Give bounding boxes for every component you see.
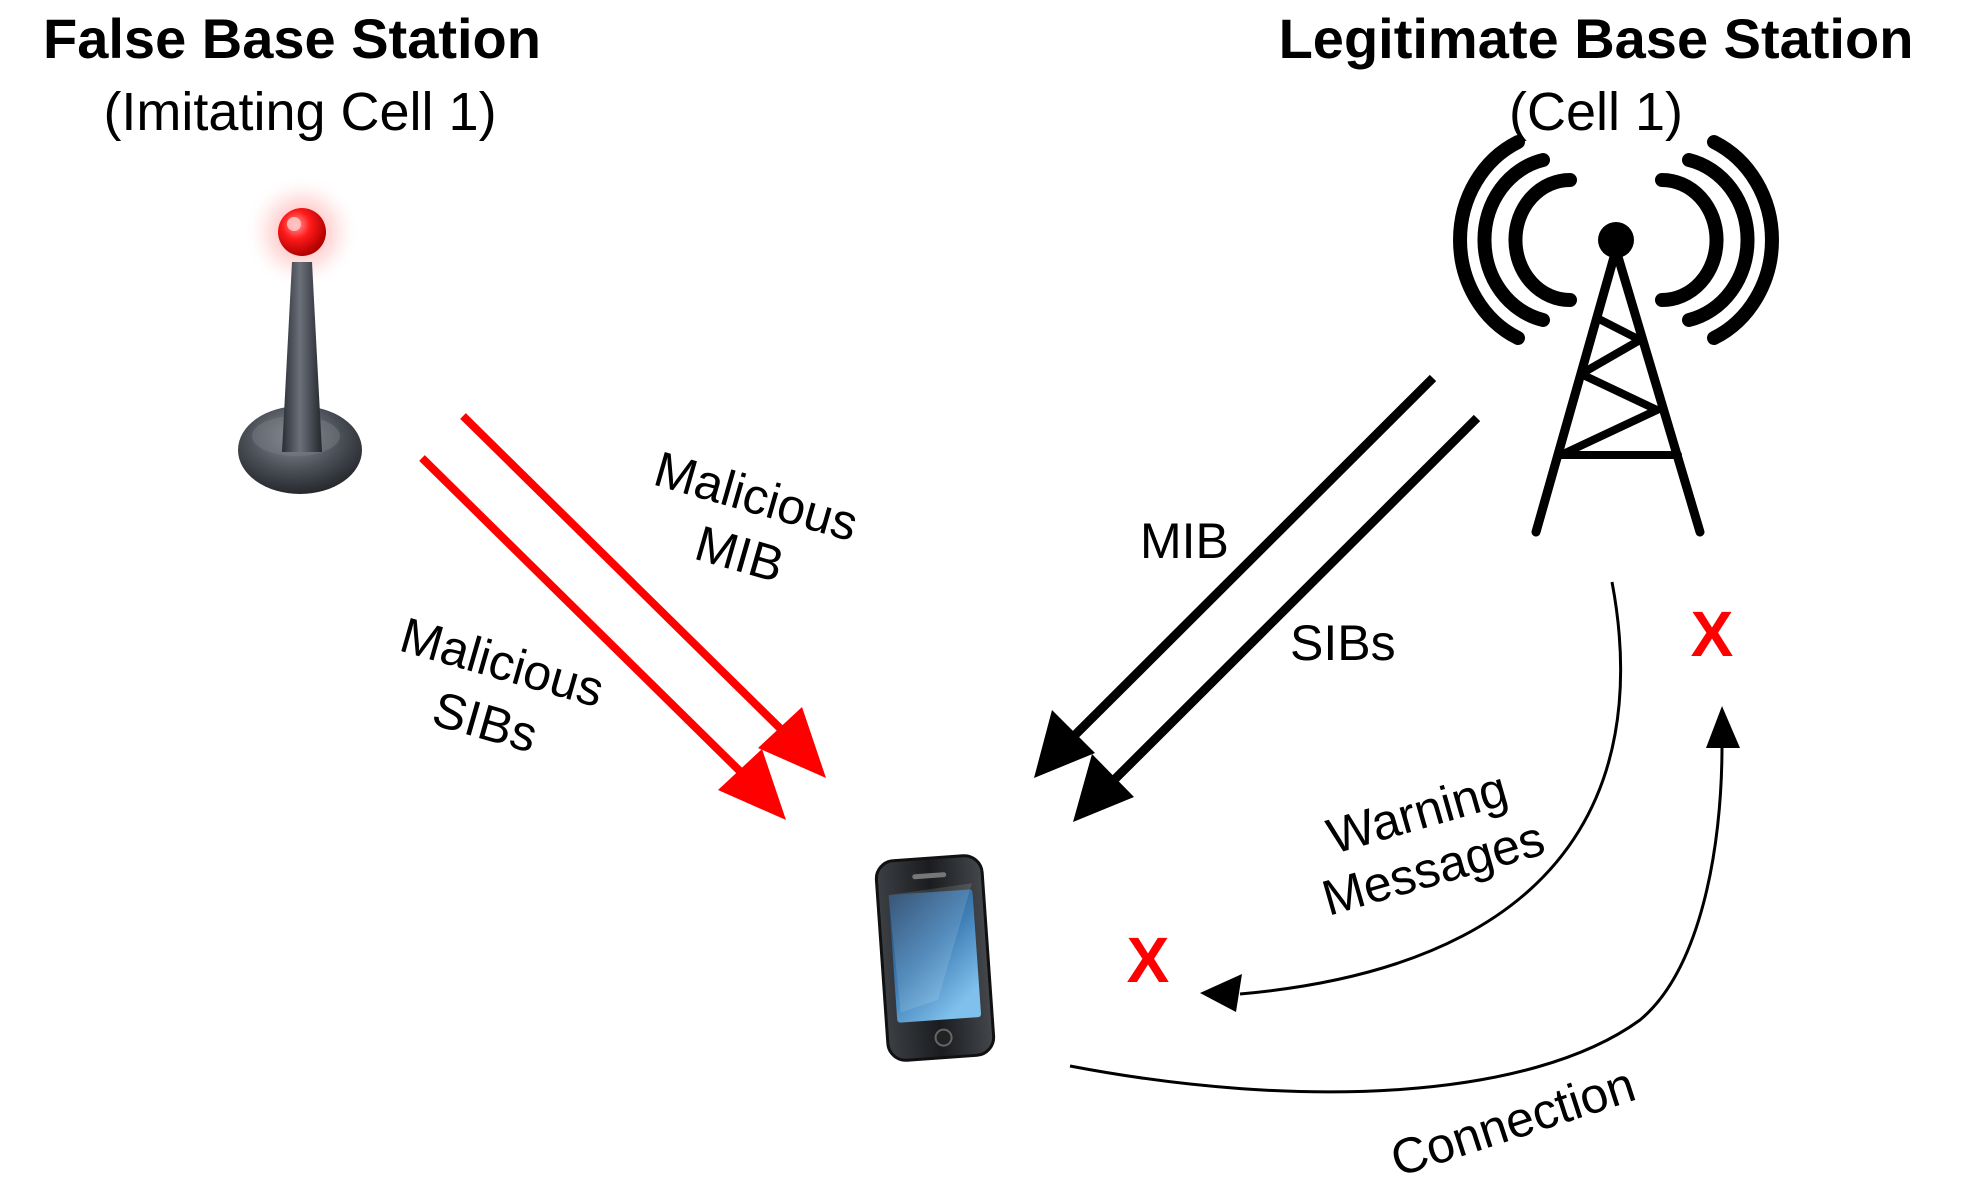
warning-messages-label: Warning Messages — [1316, 760, 1550, 926]
sibs-label: SIBs — [1290, 615, 1396, 671]
legit-station-title: Legitimate Base Station — [1279, 7, 1914, 70]
smartphone-icon — [874, 854, 996, 1062]
warning-messages-arrow — [1200, 581, 1623, 1012]
false-station-title: False Base Station — [43, 7, 541, 70]
connection-label: Connection — [1384, 1056, 1642, 1187]
red-beacon-antenna-icon — [238, 174, 362, 494]
malicious-mib-label: Malicious MIB — [648, 441, 864, 593]
sibs-arrow — [1073, 414, 1481, 822]
malicious-sibs-label: Malicious SIBs — [394, 607, 610, 764]
connection-arrow — [1069, 706, 1740, 1094]
legit-station-subtitle: (Cell 1) — [1509, 82, 1683, 142]
false-station-subtitle: (Imitating Cell 1) — [103, 82, 496, 142]
mib-label: MIB — [1140, 513, 1229, 569]
malicious-sibs-arrow — [419, 455, 786, 820]
blocked-mark-phone: X — [1127, 924, 1170, 996]
mib-arrow — [1034, 374, 1437, 778]
blocked-mark-tower: X — [1691, 598, 1734, 670]
malicious-mib-arrow — [460, 413, 826, 778]
radio-tower-icon — [1453, 135, 1779, 537]
